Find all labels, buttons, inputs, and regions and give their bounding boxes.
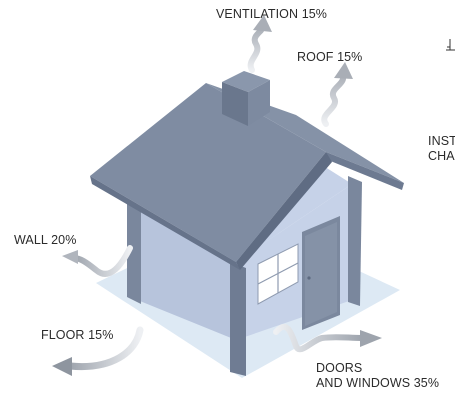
inst-line1: INST <box>428 134 455 148</box>
ventilation-label: VENTILATION 15% <box>216 7 328 21</box>
wall-left <box>130 205 236 340</box>
doors-windows-arrow <box>273 323 382 353</box>
post-left <box>127 202 141 304</box>
roof-label: ROOF 15% <box>297 50 363 64</box>
tap-icon <box>446 39 455 51</box>
roof-gable-edge <box>236 152 332 270</box>
doors-label-line1: DOORS <box>316 361 363 375</box>
post-right <box>348 176 362 306</box>
roof-eave-right <box>326 152 404 190</box>
chimney <box>222 71 270 126</box>
post-front <box>230 262 246 376</box>
roof-eave-left <box>90 176 240 270</box>
wall-arrow <box>62 245 133 277</box>
wall-label: WALL 20% <box>14 233 77 247</box>
ventilation-arrow <box>247 15 272 73</box>
installation-text-cropped: INST CHA <box>428 134 455 164</box>
door <box>302 216 340 330</box>
doors-windows-label: DOORS AND WINDOWS 35% <box>316 361 439 391</box>
floor-label: FLOOR 15% <box>41 328 114 342</box>
roof-main <box>90 83 326 262</box>
floor-arrow <box>52 326 144 376</box>
inst-line2: CHA <box>428 149 455 163</box>
doors-label-line2: AND WINDOWS 35% <box>316 376 440 390</box>
roof-arrow <box>321 62 353 127</box>
window <box>257 243 299 305</box>
